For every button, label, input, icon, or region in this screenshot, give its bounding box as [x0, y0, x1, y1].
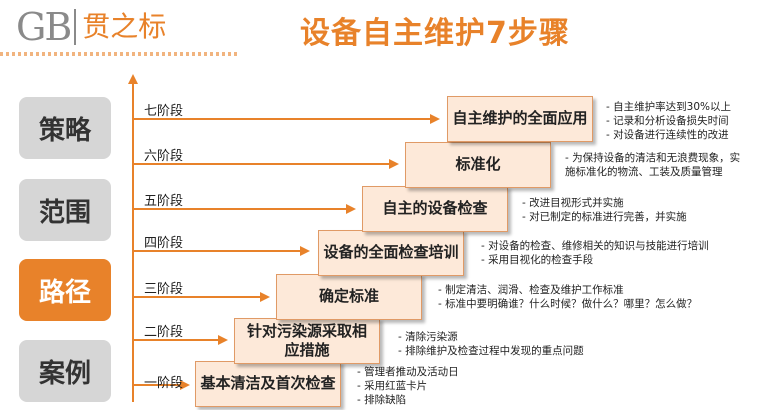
stage-label-4: 四阶段 — [144, 236, 184, 251]
logo: GB 贯之标 — [16, 6, 166, 48]
logo-dotted-rule — [0, 52, 240, 56]
stage-label-7: 七阶段 — [144, 104, 184, 119]
logo-chinese: 贯之标 — [82, 10, 167, 43]
step-notes-5: 改进目视形式并实施 对已制定的标准进行完善，并实施 — [522, 196, 687, 224]
step-note: 改进目视形式并实施 — [522, 196, 687, 210]
step-box-3: 确定标准 — [276, 274, 422, 320]
step-notes-2: 清除污染源 排除维护及检查过程中发现的重点问题 — [398, 330, 584, 358]
step-note: 记录和分析设备损失时间 — [606, 114, 731, 128]
step-box-5: 自主的设备检查 — [362, 186, 508, 232]
step-notes-3: 制定清洁、润滑、检查及维护工作标准 标准中要明确谁？什么时候？做什么？哪里？怎么… — [438, 283, 697, 311]
side-nav-path[interactable]: 路径 — [19, 259, 111, 321]
step-note: 排除维护及检查过程中发现的重点问题 — [398, 344, 584, 358]
step-notes-6: 为保持设备的清洁和无浪费现象，实施标准化的物流、工装及质量管理 — [565, 151, 745, 179]
stage-label-2: 二阶段 — [144, 325, 184, 340]
stage-label-6: 六阶段 — [144, 149, 184, 164]
step-box-4: 设备的全面检查培训 — [318, 230, 464, 276]
stage-label-3: 三阶段 — [144, 282, 184, 297]
side-nav-strategy[interactable]: 策略 — [19, 97, 111, 159]
step-note: 对设备进行连续性的改进 — [606, 128, 731, 142]
step-notes-1: 管理者推动及活动日 采用红蓝卡片 排除缺陷 — [357, 365, 459, 407]
step-note: 对设备的检查、维修相关的知识与技能进行培训 — [481, 239, 709, 253]
step-note: 标准中要明确谁？什么时候？做什么？哪里？怎么做？ — [438, 297, 697, 311]
step-box-6: 标准化 — [405, 142, 551, 188]
step-note: 制定清洁、润滑、检查及维护工作标准 — [438, 283, 697, 297]
step-notes-4: 对设备的检查、维修相关的知识与技能进行培训 采用目视化的检查手段 — [481, 239, 709, 267]
step-note: 采用红蓝卡片 — [357, 379, 459, 393]
step-note: 管理者推动及活动日 — [357, 365, 459, 379]
logo-latin: GB — [16, 5, 72, 49]
side-nav-scope[interactable]: 范围 — [19, 179, 111, 241]
step-note: 自主维护率达到30%以上 — [606, 100, 731, 114]
step-box-1: 基本清洁及首次检查 — [195, 361, 341, 407]
side-nav-case[interactable]: 案例 — [19, 340, 111, 402]
step-box-7: 自主维护的全面应用 — [447, 96, 593, 142]
stage-label-1: 一阶段 — [144, 376, 184, 391]
stage-label-5: 五阶段 — [144, 194, 184, 209]
page-title: 设备自主维护7步骤 — [300, 16, 570, 51]
step-note: 排除缺陷 — [357, 393, 459, 407]
step-notes-7: 自主维护率达到30%以上 记录和分析设备损失时间 对设备进行连续性的改进 — [606, 100, 731, 142]
step-note: 清除污染源 — [398, 330, 584, 344]
logo-divider — [74, 9, 77, 45]
step-note: 采用目视化的检查手段 — [481, 253, 709, 267]
step-note: 对已制定的标准进行完善，并实施 — [522, 210, 687, 224]
step-note: 为保持设备的清洁和无浪费现象，实施标准化的物流、工装及质量管理 — [565, 151, 745, 179]
step-box-2: 针对污染源采取相应措施 — [234, 318, 380, 364]
